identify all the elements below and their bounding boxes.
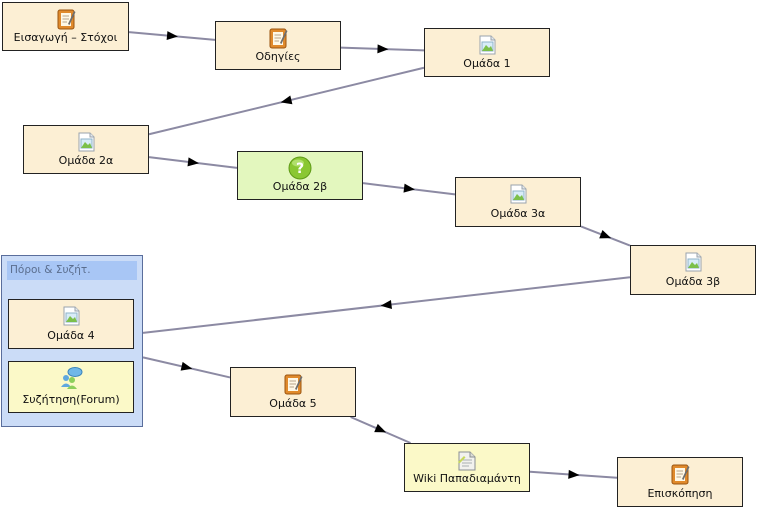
notebook-icon (54, 7, 78, 31)
image-file-icon (74, 130, 98, 154)
notebook-icon (266, 26, 290, 50)
node-label: Wiki Παπαδιαμάντη (413, 472, 521, 485)
activity-node-group3b[interactable]: Ομάδα 3β (630, 245, 756, 295)
activity-node-group3a[interactable]: Ομάδα 3α (455, 177, 581, 227)
edge-arrowhead (568, 469, 580, 479)
activity-node-instructions[interactable]: Οδηγίες (215, 21, 341, 70)
activity-node-wiki[interactable]: Wiki Παπαδιαμάντη (404, 443, 530, 492)
activity-node-group1[interactable]: Ομάδα 1 (424, 28, 550, 77)
node-label: Ομάδα 3β (665, 275, 721, 288)
edge-arrowhead (280, 95, 293, 105)
node-label: Ομάδα 1 (463, 57, 511, 70)
image-file-icon (475, 33, 499, 57)
node-label: Οδηγίες (255, 50, 301, 63)
activity-node-group2a[interactable]: Ομάδα 2α (23, 125, 149, 174)
edge-arrowhead (380, 300, 392, 309)
edge-arrowhead (403, 183, 415, 193)
node-label: Ομάδα 2β (272, 180, 328, 193)
node-label: Συζήτηση(Forum) (22, 393, 120, 406)
activity-node-intro[interactable]: Εισαγωγή – Στόχοι (2, 2, 129, 51)
node-label: Επισκόπηση (647, 487, 713, 500)
image-file-icon (506, 182, 530, 206)
question-mark-icon: ? (288, 156, 312, 180)
wiki-page-icon (455, 448, 479, 472)
activity-node-group2b[interactable]: ? Ομάδα 2β (237, 151, 363, 200)
node-label: Εισαγωγή – Στόχοι (13, 31, 118, 44)
group-title: Πόροι & Συζήτ. (7, 261, 137, 280)
node-label: Ομάδα 4 (47, 329, 95, 342)
notebook-icon (281, 372, 305, 396)
activity-node-overview[interactable]: Επισκόπηση (617, 457, 743, 507)
activity-node-forum[interactable]: Συζήτηση(Forum) (8, 361, 134, 413)
edge-arrowhead (374, 423, 387, 433)
node-label: Ομάδα 3α (490, 207, 546, 220)
edge-arrowhead (187, 157, 199, 167)
notebook-icon (668, 462, 692, 486)
image-file-icon (681, 250, 705, 274)
edge-arrowhead (377, 44, 389, 54)
node-label: Ομάδα 5 (269, 397, 317, 410)
edge-arrowhead (599, 229, 612, 239)
activity-node-group4[interactable]: Ομάδα 4 (8, 299, 134, 349)
edge-arrowhead (166, 31, 178, 41)
forum-users-icon (59, 366, 83, 390)
svg-text:?: ? (296, 161, 304, 177)
node-label: Ομάδα 2α (58, 154, 114, 167)
activity-node-group5[interactable]: Ομάδα 5 (230, 367, 356, 417)
image-file-icon (59, 304, 83, 328)
edge-arrowhead (180, 361, 193, 371)
